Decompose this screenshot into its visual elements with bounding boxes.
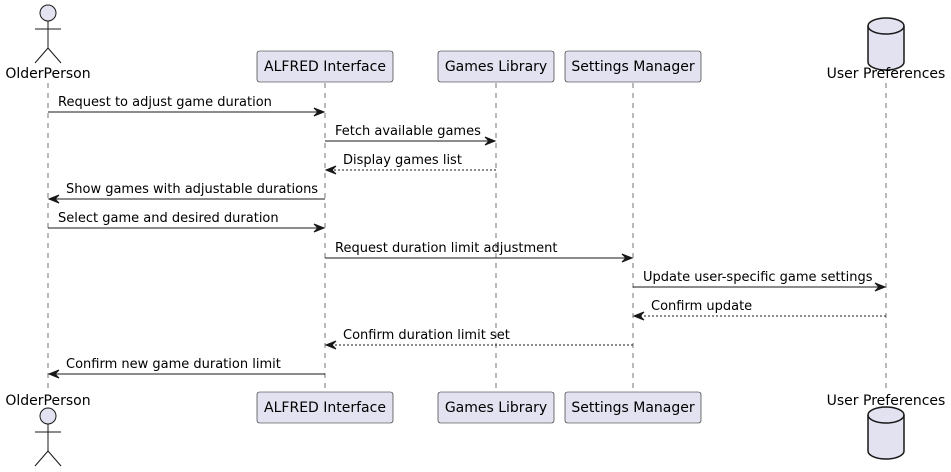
- arrowhead-icon: [621, 253, 634, 263]
- message-label: Request duration limit adjustment: [335, 241, 557, 256]
- message-3: Display games list: [324, 153, 496, 175]
- participant-label: Settings Manager: [571, 59, 694, 75]
- message-label: Display games list: [343, 153, 462, 168]
- arrowhead-icon: [47, 369, 60, 379]
- actor-figure-icon: [34, 4, 62, 64]
- arrowhead-icon: [47, 194, 60, 204]
- message-label: Confirm duration limit set: [343, 328, 510, 343]
- message-4: Show games with adjustable durations: [47, 182, 325, 204]
- database-cylinder-icon: [867, 17, 905, 71]
- participant-headers-bottom: OlderPerson ALFRED Interface Games Library…: [5, 391, 946, 467]
- participant-box-alfred-top: ALFRED Interface: [256, 50, 394, 83]
- message-7: Update user-specific game settings: [633, 270, 887, 292]
- participant-headers-top: OlderPerson ALFRED Interface Games Library…: [5, 4, 946, 83]
- message-label: Show games with adjustable durations: [66, 182, 318, 197]
- database-prefs-bottom: User Preferences: [827, 393, 946, 460]
- arrowhead-icon: [484, 136, 497, 146]
- participant-box-games-bottom: Games Library: [437, 391, 555, 424]
- arrowhead-icon: [313, 107, 326, 117]
- participant-label: Settings Manager: [571, 400, 694, 416]
- arrowhead-icon: [874, 282, 887, 292]
- message-1: Request to adjust game duration: [48, 95, 326, 117]
- message-label: Request to adjust game duration: [58, 95, 272, 110]
- actor-older-bottom: OlderPerson: [5, 393, 91, 467]
- participant-label: Games Library: [445, 400, 547, 416]
- participant-box-settings-top: Settings Manager: [564, 50, 702, 83]
- message-label: Confirm update: [651, 299, 752, 314]
- database-prefs-top: User Preferences: [827, 17, 946, 82]
- arrowhead-icon: [324, 340, 337, 350]
- participant-box-games-top: Games Library: [437, 50, 555, 83]
- actor-label: OlderPerson: [5, 66, 90, 82]
- arrowhead-icon: [324, 165, 337, 175]
- lifelines: [47, 83, 887, 388]
- arrowhead-icon: [313, 223, 326, 233]
- actor-older-top: OlderPerson: [5, 4, 91, 82]
- database-label: User Preferences: [827, 393, 946, 409]
- participant-label: ALFRED Interface: [264, 400, 386, 416]
- database-label: User Preferences: [827, 66, 946, 82]
- message-label: Fetch available games: [335, 124, 481, 139]
- participant-box-alfred-bottom: ALFRED Interface: [256, 391, 394, 424]
- message-label: Update user-specific game settings: [643, 270, 873, 285]
- message-8: Confirm update: [632, 299, 886, 321]
- participant-label: Games Library: [445, 59, 547, 75]
- message-6: Request duration limit adjustment: [325, 241, 634, 263]
- database-cylinder-icon: [867, 406, 905, 460]
- message-label: Select game and desired duration: [58, 211, 279, 226]
- message-label: Confirm new game duration limit: [66, 357, 281, 372]
- message-9: Confirm duration limit set: [324, 328, 633, 350]
- actor-label: OlderPerson: [5, 393, 90, 409]
- participant-box-settings-bottom: Settings Manager: [564, 391, 702, 424]
- participant-label: ALFRED Interface: [264, 59, 386, 75]
- message-2: Fetch available games: [325, 124, 497, 146]
- message-5: Select game and desired duration: [48, 211, 326, 233]
- actor-figure-icon: [34, 407, 62, 467]
- message-10: Confirm new game duration limit: [47, 357, 325, 379]
- arrowhead-icon: [632, 311, 645, 321]
